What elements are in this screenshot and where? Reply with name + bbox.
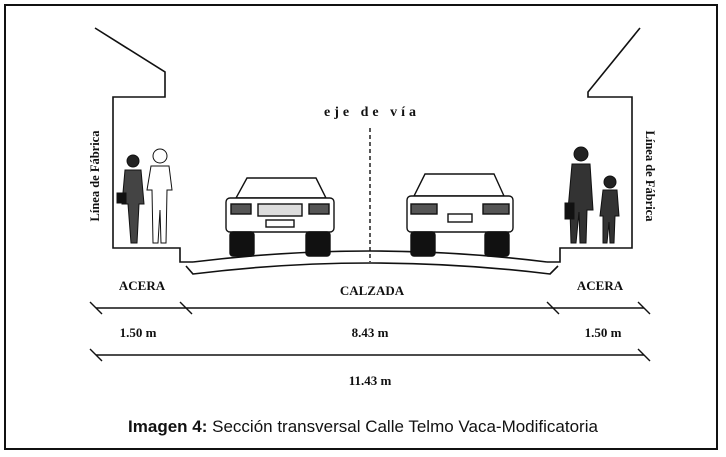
pedestrians-right — [564, 146, 620, 244]
dimension-left: 1.50 m — [120, 325, 157, 340]
caption-text: Sección transversal Calle Telmo Vaca-Mod… — [207, 417, 598, 436]
section-label-center: CALZADA — [340, 283, 405, 298]
car-left — [225, 177, 335, 257]
section-label-right: ACERA — [577, 278, 624, 293]
figure-caption: Imagen 4: Sección transversal Calle Telm… — [0, 417, 726, 437]
dimension-center: 8.43 m — [352, 325, 389, 340]
left-building-outline — [94, 27, 193, 263]
dimension-line-total — [89, 348, 651, 362]
caption-label: Imagen 4: — [128, 417, 208, 436]
dimension-right: 1.50 m — [585, 325, 622, 340]
axis-label: eje de vía — [324, 105, 420, 120]
facade-label-left: Línea de Fábrica — [88, 130, 102, 222]
road-surface — [185, 250, 559, 275]
section-label-left: ACERA — [119, 278, 166, 293]
facade-label-right: Línea de Fábrica — [643, 131, 657, 223]
car-right — [406, 173, 514, 257]
dimension-lines-partial — [89, 301, 651, 315]
dimension-total: 11.43 m — [349, 373, 392, 388]
right-building-outline — [547, 27, 641, 263]
pedestrians-left — [116, 148, 173, 244]
